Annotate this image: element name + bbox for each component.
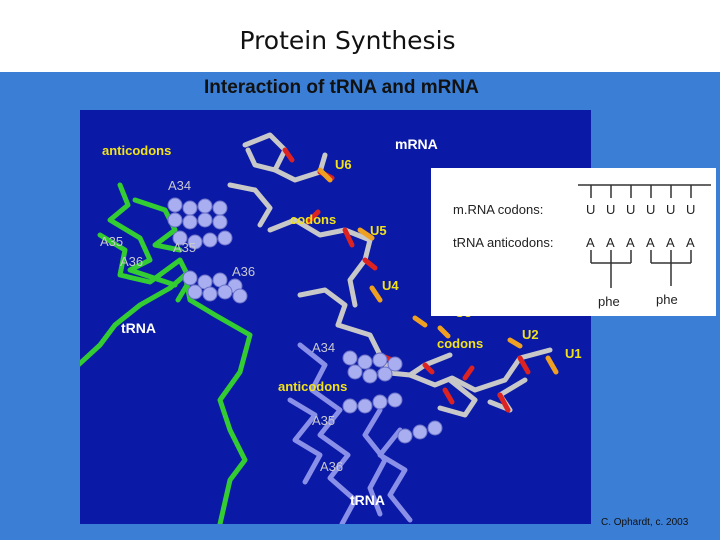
- label-mrna: mRNA: [395, 136, 438, 152]
- label-u6: U6: [335, 157, 352, 172]
- anticodon-1: A: [586, 235, 595, 250]
- anticodon-6: A: [686, 235, 695, 250]
- mrna-codons-label: m.RNA codons:: [453, 202, 544, 217]
- label-a34-bottom: A34: [312, 340, 336, 355]
- label-u1: U1: [565, 346, 582, 361]
- codon-anticodon-inset: m.RNA codons: tRNA anticodons: U U U U U…: [431, 168, 716, 316]
- amino-acid-1: phe: [598, 294, 620, 309]
- inset-diagram: [578, 184, 711, 288]
- label-codons-bottom: codons: [437, 336, 484, 351]
- trna-backbone-bottom: [287, 342, 413, 524]
- codon-3: U: [626, 202, 636, 217]
- codon-2: U: [606, 202, 616, 217]
- molecular-model: [80, 132, 559, 524]
- label-a36-left: A36: [120, 254, 144, 269]
- label-trna-left: tRNA: [121, 320, 156, 336]
- slide-title: Protein Synthesis: [239, 26, 456, 55]
- label-codons-top: codons: [290, 212, 337, 227]
- label-a35-mid: A35: [173, 240, 197, 255]
- trna-anticodons-label: tRNA anticodons:: [453, 235, 554, 250]
- anticodon-4: A: [646, 235, 655, 250]
- label-u4: U4: [382, 278, 399, 293]
- label-a36-mid: A36: [232, 264, 256, 279]
- codon-4: U: [646, 202, 656, 217]
- anticodon-3: A: [626, 235, 635, 250]
- label-a36-bottom: A36: [320, 459, 344, 474]
- figure-title: Interaction of tRNA and mRNA: [204, 77, 479, 98]
- label-anticodons-top: anticodons: [102, 143, 172, 158]
- label-u5: U5: [370, 223, 387, 238]
- label-a35-bottom: A35: [312, 413, 336, 428]
- label-trna-bottom: tRNA: [350, 492, 385, 508]
- codon-5: U: [666, 202, 676, 217]
- codon-1: U: [586, 202, 596, 217]
- amino-acid-2: phe: [656, 292, 678, 307]
- label-u2: U2: [522, 327, 539, 342]
- label-a35-left: A35: [100, 234, 124, 249]
- label-a34-top: A34: [168, 178, 192, 193]
- label-anticodons-bottom: anticodons: [278, 379, 348, 394]
- backbone-atoms: [282, 147, 559, 413]
- base-spheres: [167, 197, 443, 444]
- anticodon-5: A: [666, 235, 675, 250]
- anticodon-2: A: [606, 235, 615, 250]
- codon-6: U: [686, 202, 696, 217]
- figure-credit: C. Ophardt, c. 2003: [601, 517, 689, 528]
